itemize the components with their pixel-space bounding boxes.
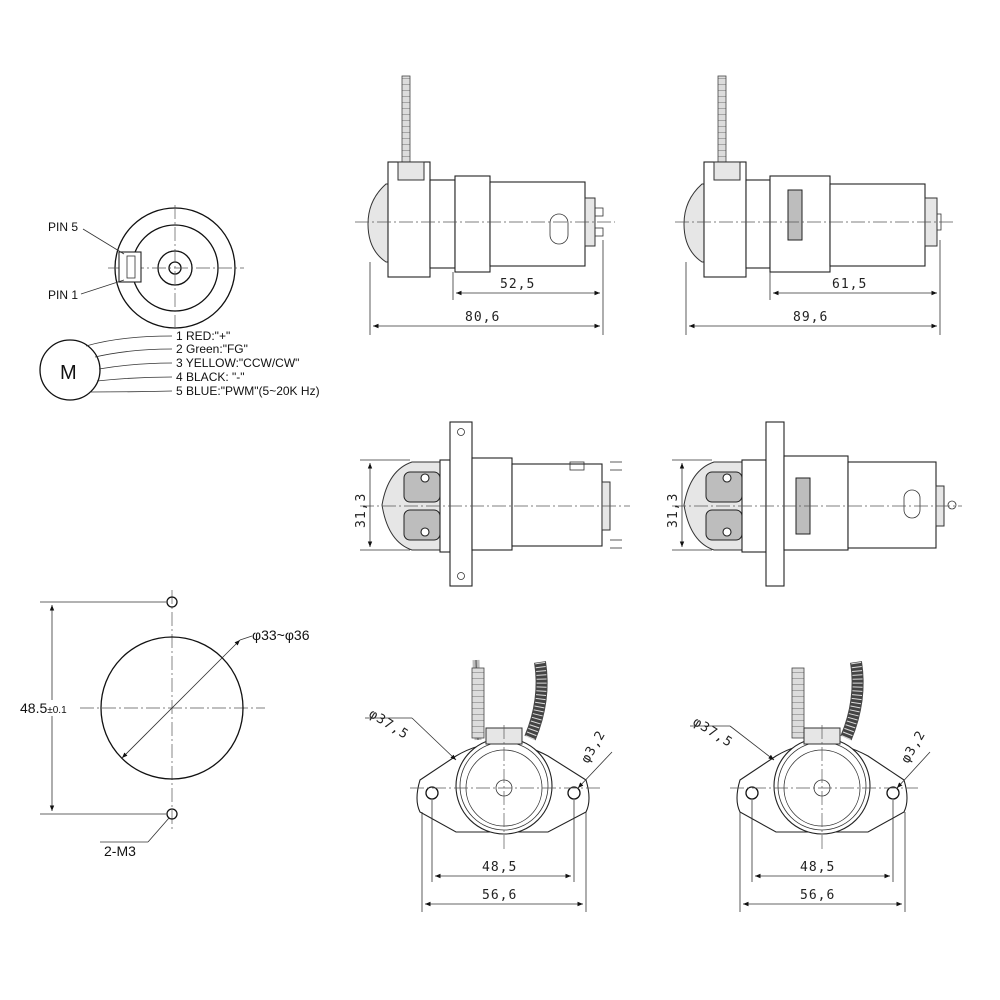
front-flange-width-2: 56,6 xyxy=(800,888,835,903)
front-body-dia-2: φ37,5 xyxy=(690,715,735,751)
wire-4-label: 4 BLACK: "-" xyxy=(176,370,245,384)
wire-2-label: 2 Green:"FG" xyxy=(176,342,248,356)
height-label-1: 31,3 xyxy=(354,493,369,528)
gearbox-top-1 xyxy=(471,457,513,551)
front-hole-right-2 xyxy=(886,786,900,800)
front-hole-dia-2: φ3,2 xyxy=(898,728,929,766)
pin1-leader xyxy=(80,279,125,295)
top-view-1: 31,3 xyxy=(354,421,630,587)
mount-hole-label: 2-M3 xyxy=(104,843,136,859)
cutout-circle xyxy=(100,636,244,780)
hole-spacing-label: 48.5±0.1 xyxy=(20,700,67,716)
connector-pin-block xyxy=(126,255,136,279)
pump-flange xyxy=(429,179,456,269)
pin1-label: PIN 1 xyxy=(48,288,78,302)
tube-left-1 xyxy=(471,667,485,739)
connector-plug xyxy=(118,251,142,283)
front-view-1: φ37,5 φ3,2 48,5 56,6 xyxy=(365,659,613,912)
bore-diameter-line xyxy=(121,639,241,759)
pump-flange-2 xyxy=(745,179,771,269)
total-length-1: 80,6 xyxy=(465,310,500,325)
side-view-2: 61,5 89,6 xyxy=(675,75,955,335)
pump-head-body xyxy=(387,161,431,278)
wire-5-label: 5 BLUE:"PWM"(5~20K Hz) xyxy=(176,384,320,398)
front-hole-right-1 xyxy=(567,786,581,800)
connector-view: PIN 5 PIN 1 xyxy=(48,205,244,332)
side-view-1: 52,5 80,6 xyxy=(355,75,615,335)
wire-3-label: 3 YELLOW:"CCW/CW" xyxy=(176,356,299,370)
motor-top-2 xyxy=(847,461,937,549)
front-hole-left-2 xyxy=(745,786,759,800)
front-hole-spacing-2: 48,5 xyxy=(800,860,835,875)
motor-length-1: 52,5 xyxy=(500,277,535,292)
pin5-leader xyxy=(82,228,125,255)
motor-body-2 xyxy=(829,183,926,267)
motor-slot xyxy=(549,213,569,245)
front-view-2: φ37,5 φ3,2 48,5 56,6 xyxy=(690,661,931,912)
tube-2 xyxy=(717,75,727,175)
height-label-2: 31,3 xyxy=(666,493,681,528)
top-view-2: 31,3 xyxy=(666,421,962,587)
motor-symbol: M xyxy=(60,362,77,384)
motor-body xyxy=(489,181,586,267)
wire-1-label: 1 RED:"+" xyxy=(176,329,230,343)
mount-hole-bottom xyxy=(166,808,178,820)
gearbox xyxy=(454,175,491,273)
motor-length-2: 61,5 xyxy=(832,277,867,292)
front-flange-width-1: 56,6 xyxy=(482,888,517,903)
total-length-2: 89,6 xyxy=(793,310,828,325)
motor-symbol-arc xyxy=(39,339,71,401)
wiring-legend: M 1 RED:"+" 2 Green:"FG" 3 YELLOW:"CCW/C… xyxy=(39,329,320,401)
motor-top-1 xyxy=(511,463,603,547)
tube-1 xyxy=(401,75,411,175)
pump-head-body-2 xyxy=(703,161,747,278)
front-body-dia-1: φ37,5 xyxy=(366,707,411,743)
gearbox-top-2 xyxy=(783,455,849,551)
mount-flange-2 xyxy=(765,421,785,587)
tube-left-2 xyxy=(791,667,805,739)
front-hole-spacing-1: 48,5 xyxy=(482,860,517,875)
front-hole-left-1 xyxy=(425,786,439,800)
pin5-label: PIN 5 xyxy=(48,220,78,234)
mounting-cutout-view: 48.5±0.1 φ33~φ36 2-M3 xyxy=(20,590,310,859)
mount-flange-1 xyxy=(449,421,473,587)
bore-diameter-label: φ33~φ36 xyxy=(252,627,310,643)
mount-hole-top xyxy=(166,596,178,608)
